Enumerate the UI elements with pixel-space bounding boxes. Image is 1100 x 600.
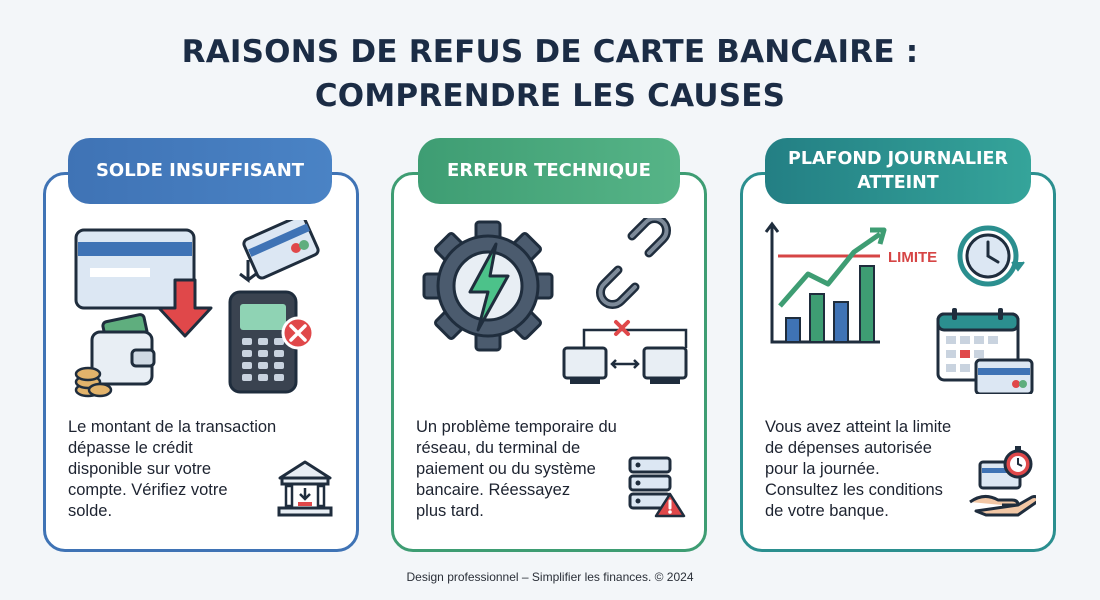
title-line-2: COMPRENDRE LES CAUSES: [314, 78, 786, 114]
desc-erreur-technique: Un problème temporaire du réseau, du ter…: [416, 418, 617, 520]
page-title: RAISONS DE REFUS DE CARTE BANCAIRE : COM…: [0, 30, 1100, 118]
credit-card-icon: [74, 228, 196, 310]
bank-icon: [277, 460, 333, 517]
card-insert-icon: [239, 220, 320, 283]
server-warning-icon: [628, 456, 686, 518]
network-disconnect-icon: [562, 320, 688, 384]
bar-chart-icon: [764, 221, 887, 344]
gear-lightning-icon: [422, 220, 554, 352]
desc-solde-insuffisant: Le montant de la transaction dépasse le …: [68, 418, 277, 520]
heading-erreur-technique: ERREUR TECHNIQUE: [418, 138, 680, 204]
heading-plafond-journalier: PLAFOND JOURNALIER ATTEINT: [765, 138, 1031, 204]
title-line-1: RAISONS DE REFUS DE CARTE BANCAIRE :: [181, 34, 919, 70]
error-x-icon: [281, 316, 315, 350]
limit-label: LIMITE: [888, 249, 937, 266]
desc-plafond-journalier: Vous avez atteint la limite de dépenses …: [765, 418, 952, 520]
small-card-icon: [974, 358, 1034, 394]
footer: Design professionnel – Simplifier les fi…: [406, 570, 694, 584]
technical-error-illustration: [422, 218, 688, 384]
heading-solde-insuffisant: SOLDE INSUFFISANT: [68, 138, 332, 204]
clock-icon: [957, 225, 1025, 287]
broken-link-icon: [596, 218, 671, 309]
wallet-icon: [90, 313, 156, 386]
arrow-down-icon: [157, 278, 213, 338]
daily-limit-illustration: LIMITE: [764, 221, 1034, 394]
coins-icon: [74, 366, 113, 398]
hand-card-timer-icon: [969, 446, 1036, 517]
insufficient-funds-illustration: [74, 220, 320, 398]
